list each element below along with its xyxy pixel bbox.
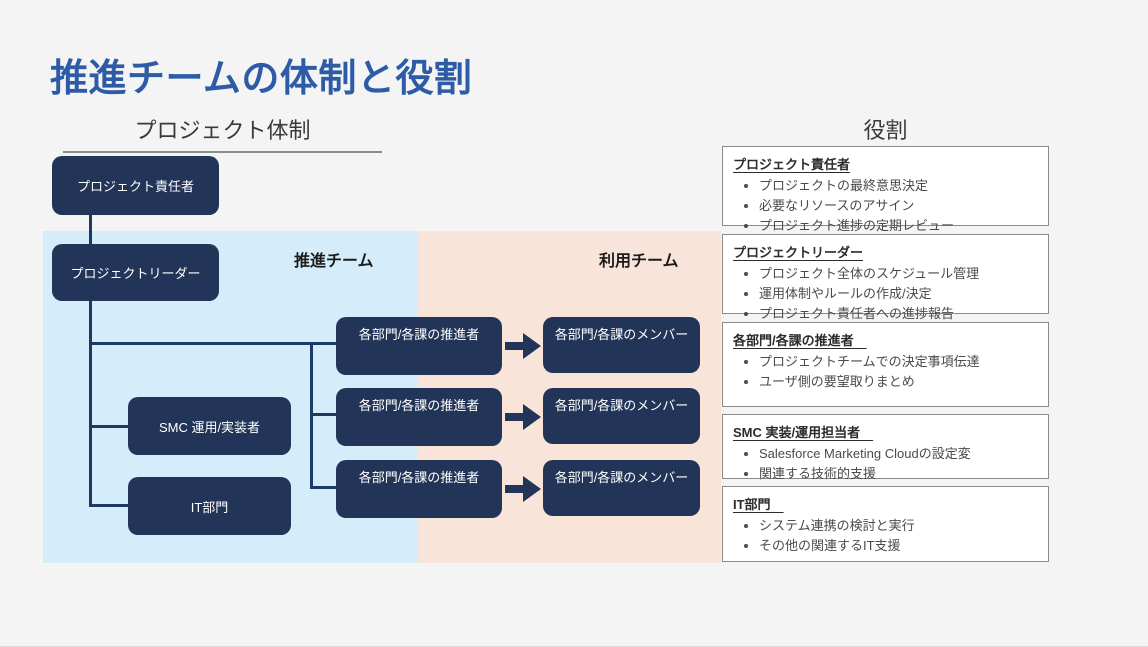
- role-list-item: プロジェクトチームでの決定事項伝達: [759, 352, 1048, 372]
- connector-leader-to-smc: [89, 425, 133, 428]
- section-heading-structure: プロジェクト体制: [63, 113, 382, 153]
- arrow-promoter-to-member-2: [505, 404, 545, 430]
- role-card-project-leader[interactable]: プロジェクトリーダー プロジェクト全体のスケジュール管理 運用体制やルールの作成…: [722, 234, 1049, 321]
- connector-promoter-stub-1: [310, 342, 340, 345]
- role-list-item: プロジェクト責任者への進捗報告: [759, 304, 1048, 324]
- connector-promoter-stub-3: [310, 486, 340, 489]
- connector-leader-to-promoters: [89, 342, 339, 345]
- box-promoter-1[interactable]: 各部門/各課の推進者: [336, 317, 502, 375]
- connector-leader-to-it: [89, 504, 133, 507]
- role-list-item: 運用体制やルールの作成/決定: [759, 284, 1048, 304]
- role-list-item: プロジェクト全体のスケジュール管理: [759, 264, 1048, 284]
- role-card-department-promoter[interactable]: 各部門/各課の推進者 プロジェクトチームでの決定事項伝達 ユーザ側の要望取りまと…: [722, 322, 1049, 407]
- role-list-item: プロジェクトの最終意思決定: [759, 176, 1048, 196]
- role-card-title: IT部門: [733, 497, 784, 512]
- page-title: 推進チームの体制と役割: [50, 58, 473, 100]
- arrow-promoter-to-member-1: [505, 333, 545, 359]
- role-card-title: 各部門/各課の推進者: [733, 333, 867, 348]
- box-it-department[interactable]: IT部門: [128, 477, 291, 535]
- role-card-title: プロジェクト責任者: [733, 157, 851, 172]
- band-label-promotion-team: 推進チーム: [294, 253, 374, 270]
- role-list-item: Salesforce Marketing Cloudの設定変: [759, 444, 1048, 464]
- role-card-list: システム連携の検討と実行 その他の関連するIT支援: [733, 516, 1048, 556]
- role-card-list: プロジェクトの最終意思決定 必要なリソースのアサイン プロジェクト進捗の定期レビ…: [733, 176, 1048, 236]
- role-card-smc-owner[interactable]: SMC 実装/運用担当者 Salesforce Marketing Cloudの…: [722, 414, 1049, 481]
- box-promoter-2[interactable]: 各部門/各課の推進者: [336, 388, 502, 446]
- box-project-leader[interactable]: プロジェクトリーダー: [52, 244, 219, 301]
- box-smc-operator[interactable]: SMC 運用/実装者: [128, 397, 291, 455]
- role-card-it-department[interactable]: IT部門 システム連携の検討と実行 その他の関連するIT支援: [722, 486, 1049, 562]
- band-label-usage-team: 利用チーム: [599, 253, 679, 270]
- role-card-list: プロジェクト全体のスケジュール管理 運用体制やルールの作成/決定 プロジェクト責…: [733, 264, 1048, 324]
- connector-promoter-stub-2: [310, 413, 340, 416]
- role-list-item: プロジェクト進捗の定期レビュー: [759, 216, 1048, 236]
- box-project-owner[interactable]: プロジェクト責任者: [52, 156, 219, 215]
- role-list-item: 必要なリソースのアサイン: [759, 196, 1048, 216]
- connector-owner-to-leader: [89, 214, 92, 252]
- box-promoter-3[interactable]: 各部門/各課の推進者: [336, 460, 502, 518]
- arrow-promoter-to-member-3: [505, 476, 545, 502]
- box-member-3[interactable]: 各部門/各課のメンバー: [543, 460, 700, 516]
- role-list-item: ユーザ側の要望取りまとめ: [759, 372, 1048, 392]
- box-member-2[interactable]: 各部門/各課のメンバー: [543, 388, 700, 444]
- role-list-item: その他の関連するIT支援: [759, 536, 1048, 556]
- role-list-item: システム連携の検討と実行: [759, 516, 1048, 536]
- role-card-project-owner[interactable]: プロジェクト責任者 プロジェクトの最終意思決定 必要なリソースのアサイン プロジ…: [722, 146, 1049, 233]
- role-card-title: SMC 実装/運用担当者: [733, 425, 874, 440]
- role-card-list: プロジェクトチームでの決定事項伝達 ユーザ側の要望取りまとめ: [733, 352, 1048, 392]
- role-card-list: Salesforce Marketing Cloudの設定変 関連する技術的支援: [733, 444, 1048, 484]
- role-list-item: 関連する技術的支援: [759, 464, 1048, 484]
- role-card-title: プロジェクトリーダー: [733, 245, 864, 260]
- connector-leader-trunk: [89, 292, 92, 507]
- box-member-1[interactable]: 各部門/各課のメンバー: [543, 317, 700, 373]
